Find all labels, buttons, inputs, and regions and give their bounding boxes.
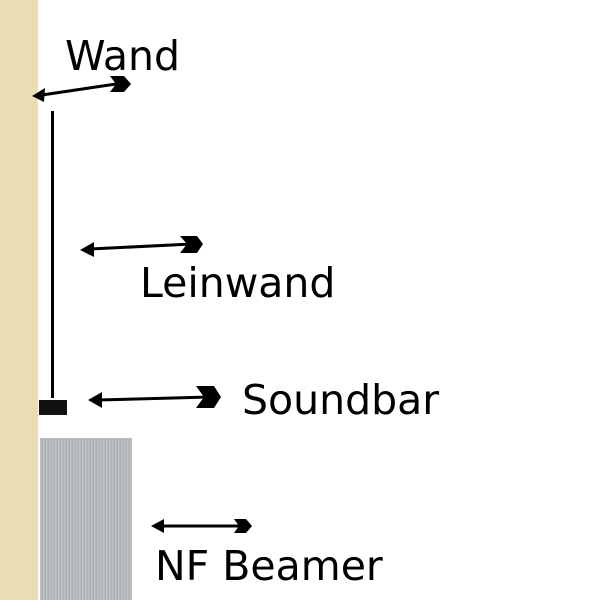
screen-line bbox=[51, 111, 54, 398]
soundbar-block bbox=[39, 400, 67, 415]
arrow-left-icon bbox=[151, 519, 252, 533]
arrow-left-icon bbox=[32, 76, 131, 102]
arrow-left-icon bbox=[80, 236, 203, 257]
label-soundbar: Soundbar bbox=[242, 376, 440, 424]
label-projector: NF Beamer bbox=[155, 542, 383, 590]
label-screen: Leinwand bbox=[140, 259, 336, 307]
wall bbox=[0, 0, 38, 600]
beamer-cabinet bbox=[40, 438, 132, 600]
label-wall: Wand bbox=[65, 32, 181, 80]
arrow-left-icon bbox=[88, 386, 221, 408]
